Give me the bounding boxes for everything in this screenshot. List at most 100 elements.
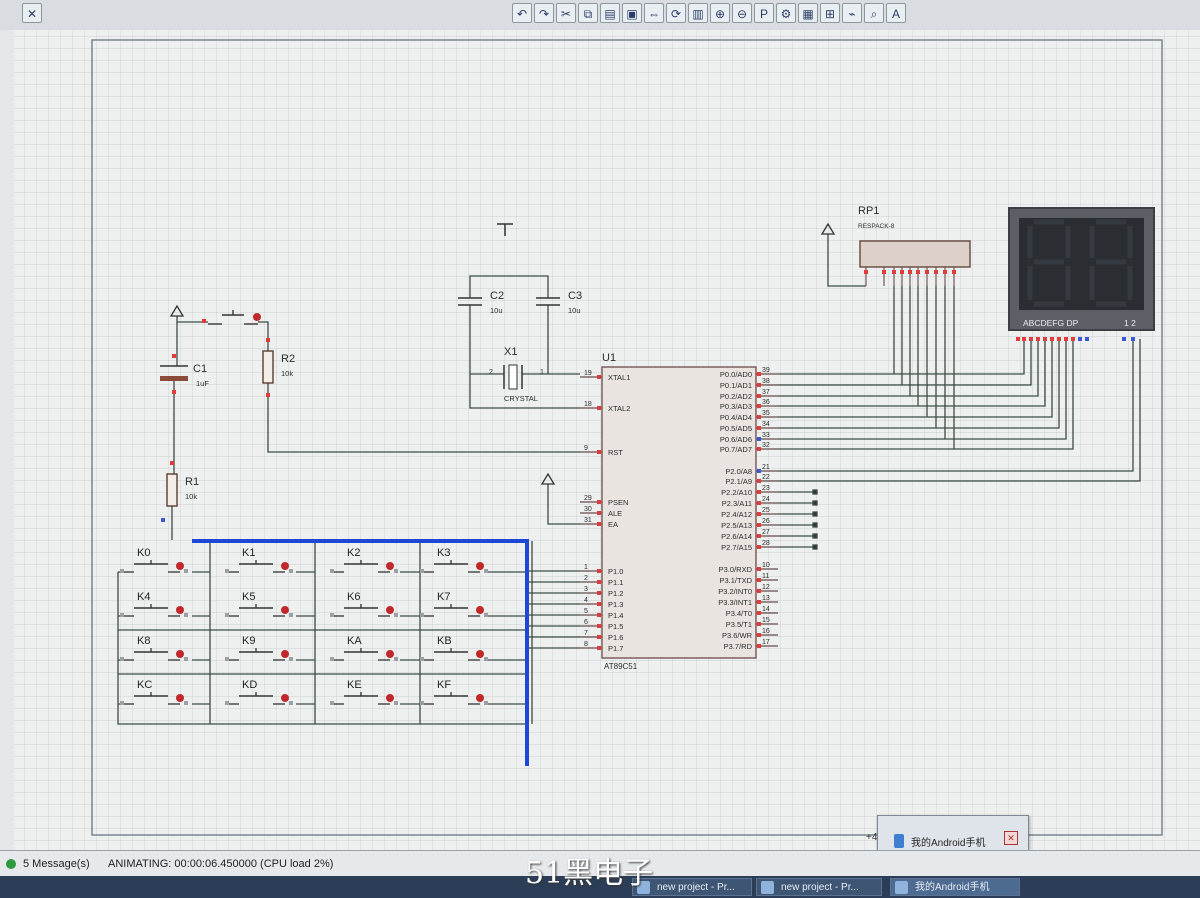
u1-pin-name: P2.3/A11 bbox=[722, 499, 752, 508]
pick-device-icon[interactable]: P bbox=[754, 3, 774, 23]
property-assignment-icon[interactable]: A bbox=[886, 3, 906, 23]
u1-pin-number: 22 bbox=[762, 474, 770, 481]
u1-pin-marker bbox=[597, 511, 601, 515]
reset-button-indicator[interactable] bbox=[253, 313, 261, 321]
key-k5[interactable]: K5 bbox=[225, 591, 293, 617]
taskbar-item-project-1[interactable]: new project - Pr... bbox=[632, 878, 752, 896]
close-icon[interactable]: ✕ bbox=[1004, 831, 1018, 845]
key-kc[interactable]: KC bbox=[120, 679, 188, 705]
key-pin-marker bbox=[420, 701, 424, 705]
notification-label: 我的Android手机 bbox=[911, 838, 986, 849]
key-pin-marker bbox=[394, 613, 398, 617]
wire bbox=[778, 339, 1032, 386]
c1-ref: C1 bbox=[193, 363, 207, 375]
zoom-out-icon[interactable]: ⊖ bbox=[732, 3, 752, 23]
u1-pin-number: 1 bbox=[584, 564, 588, 571]
wire-junction bbox=[812, 522, 818, 528]
key-label: KE bbox=[347, 679, 362, 691]
key-label: KA bbox=[347, 635, 362, 647]
key-pin-marker bbox=[289, 613, 293, 617]
key-pin-marker bbox=[120, 701, 124, 705]
u1-pin-number: 12 bbox=[762, 584, 770, 591]
block-rotate-icon[interactable]: ⟳ bbox=[666, 3, 686, 23]
key-k3[interactable]: K3 bbox=[420, 547, 488, 573]
u1-pin-marker bbox=[757, 394, 761, 398]
u1-pin-marker bbox=[757, 567, 761, 571]
redo-icon[interactable]: ↷ bbox=[534, 3, 554, 23]
key-pin-marker bbox=[420, 657, 424, 661]
key-ka[interactable]: KA bbox=[330, 635, 398, 661]
u1-pin-marker bbox=[757, 447, 761, 451]
paste-icon[interactable]: ▤ bbox=[600, 3, 620, 23]
key-k6[interactable]: K6 bbox=[330, 591, 398, 617]
undo-icon[interactable]: ↶ bbox=[512, 3, 532, 23]
key-k9[interactable]: K9 bbox=[225, 635, 293, 661]
taskbar-item-label: new project - Pr... bbox=[781, 882, 859, 893]
wires bbox=[117, 234, 1141, 725]
u1-pin-marker bbox=[757, 404, 761, 408]
title-block-mark: +4 bbox=[866, 832, 878, 843]
x1-ref: X1 bbox=[504, 346, 517, 358]
u1-body[interactable] bbox=[601, 366, 757, 659]
key-pin-marker bbox=[394, 657, 398, 661]
key-k8[interactable]: K8 bbox=[120, 635, 188, 661]
key-ke[interactable]: KE bbox=[330, 679, 398, 705]
key-indicator bbox=[281, 562, 289, 570]
key-indicator bbox=[386, 562, 394, 570]
cut-icon[interactable]: ✂ bbox=[556, 3, 576, 23]
u1-pin-name: P0.4/AD4 bbox=[720, 413, 752, 422]
u1-pin-marker bbox=[597, 569, 601, 573]
display-segment-labels: ABCDEFG DP bbox=[1023, 318, 1079, 328]
key-k4[interactable]: K4 bbox=[120, 591, 188, 617]
key-pin-marker bbox=[225, 569, 229, 573]
key-label: K2 bbox=[347, 547, 360, 559]
decompose-icon[interactable]: ⊞ bbox=[820, 3, 840, 23]
block-copy-icon[interactable]: ▣ bbox=[622, 3, 642, 23]
display-pin-marker bbox=[1029, 337, 1033, 341]
display-pin-marker bbox=[1057, 337, 1061, 341]
taskbar-item-android[interactable]: 我的Android手机 bbox=[890, 878, 1020, 896]
u1-pin-name: P1.4 bbox=[608, 611, 623, 620]
c2-ref: C2 bbox=[490, 290, 504, 302]
u1-pin-number: 37 bbox=[762, 389, 770, 396]
key-kd[interactable]: KD bbox=[225, 679, 293, 705]
r1-pin-marker bbox=[161, 518, 165, 522]
block-move-icon[interactable]: ⇔ bbox=[644, 3, 664, 23]
block-delete-icon[interactable]: ▥ bbox=[688, 3, 708, 23]
display-pin-marker bbox=[1085, 337, 1089, 341]
key-pin-marker bbox=[420, 569, 424, 573]
copy-icon[interactable]: ⧉ bbox=[578, 3, 598, 23]
r2-value: 10k bbox=[281, 369, 293, 378]
key-k1[interactable]: K1 bbox=[225, 547, 293, 573]
key-k0[interactable]: K0 bbox=[120, 547, 188, 573]
key-pin-marker bbox=[484, 613, 488, 617]
key-kf[interactable]: KF bbox=[420, 679, 488, 705]
wire bbox=[778, 339, 1060, 429]
key-k2[interactable]: K2 bbox=[330, 547, 398, 573]
key-indicator bbox=[386, 694, 394, 702]
close-icon[interactable]: ✕ bbox=[22, 3, 42, 23]
key-k7[interactable]: K7 bbox=[420, 591, 488, 617]
make-device-icon[interactable]: ⚙ bbox=[776, 3, 796, 23]
packaging-icon[interactable]: ▦ bbox=[798, 3, 818, 23]
key-label: K8 bbox=[137, 635, 150, 647]
zoom-in-icon[interactable]: ⊕ bbox=[710, 3, 730, 23]
x1-pin-number: 2 bbox=[489, 369, 493, 376]
key-kb[interactable]: KB bbox=[420, 635, 488, 661]
key-indicator bbox=[176, 694, 184, 702]
key-indicator bbox=[476, 562, 484, 570]
wire-autoroute-icon[interactable]: ⌁ bbox=[842, 3, 862, 23]
key-pin-marker bbox=[289, 657, 293, 661]
u1-pin-name: PSEN bbox=[608, 498, 628, 507]
taskbar-item-project-2[interactable]: new project - Pr... bbox=[756, 878, 882, 896]
u1-pin-name: P3.7/RD bbox=[724, 642, 753, 651]
key-pin-marker bbox=[120, 569, 124, 573]
object-selector-panel[interactable] bbox=[0, 30, 15, 850]
search-icon[interactable]: ⌕ bbox=[864, 3, 884, 23]
wire bbox=[778, 339, 1046, 407]
u1-pin-marker bbox=[757, 469, 761, 473]
display-pin-marker bbox=[1071, 337, 1075, 341]
message-count[interactable]: 5 Message(s) bbox=[23, 858, 90, 870]
c2-value: 10u bbox=[490, 306, 503, 315]
